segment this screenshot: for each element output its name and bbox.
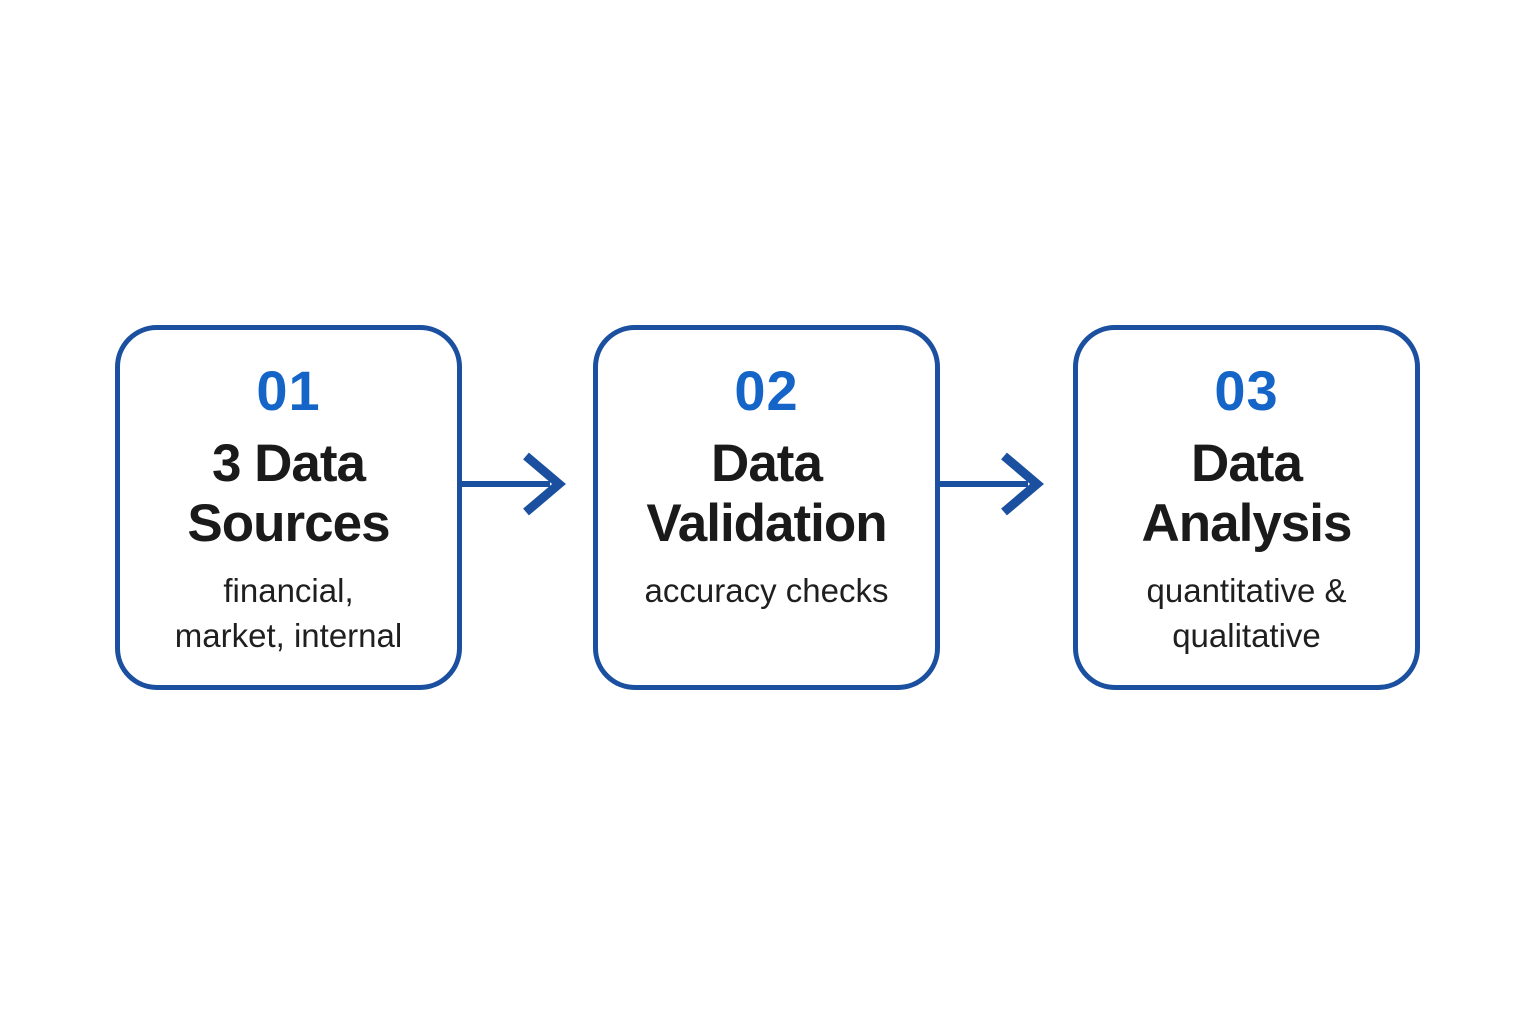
step-box-2: 02 Data Validation accuracy checks (593, 325, 940, 690)
step-box-1: 01 3 Data Sources financial, market, int… (115, 325, 462, 690)
step-1-subtitle: financial, market, internal (174, 572, 403, 654)
step-3-subtitle: quantitative & qualitative (1146, 572, 1347, 654)
step-3-title: Data Analysis (1141, 434, 1352, 553)
step-box-3: 03 Data Analysis quantitative & qualitat… (1073, 325, 1420, 690)
step-2-subtitle: accuracy checks (644, 572, 889, 609)
step-1-title: 3 Data Sources (187, 434, 390, 553)
arrow-right-icon (462, 449, 566, 519)
arrow-right-icon (940, 449, 1044, 519)
step-2-number: 02 (734, 359, 799, 422)
step-1-number: 01 (256, 359, 321, 422)
step-3-number: 03 (1214, 359, 1279, 422)
step-2-title: Data Validation (646, 434, 887, 553)
